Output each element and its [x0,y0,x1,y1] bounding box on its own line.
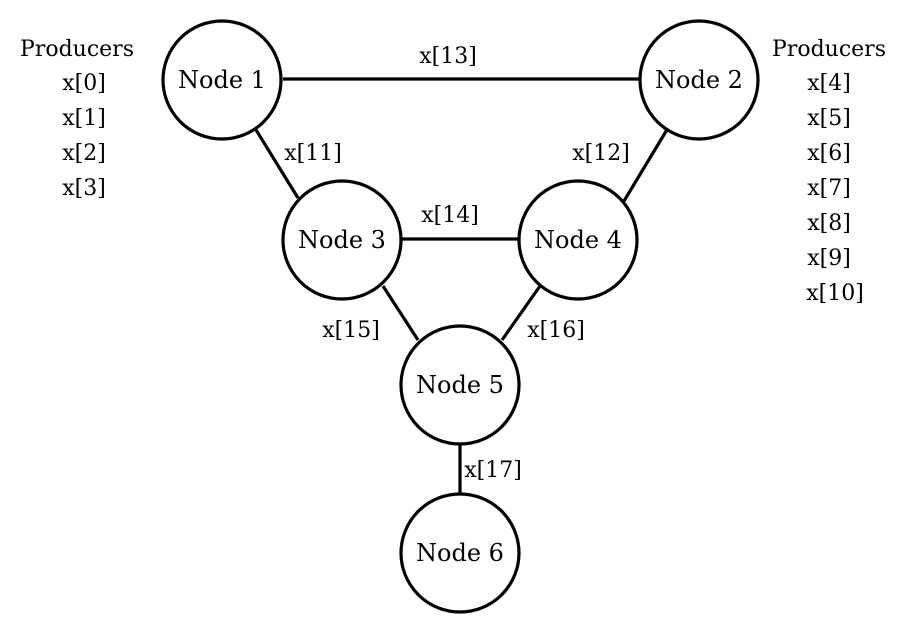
node-5-label: Node 5 [416,371,504,399]
edge-label-x16: x[16] [527,318,585,343]
producer-item: x[4] [807,71,851,96]
edge-label-x14: x[14] [421,203,479,228]
edges [251,77,670,495]
producer-item: x[6] [807,141,851,166]
node-1-label: Node 1 [178,66,266,94]
node-3-label: Node 3 [298,226,386,254]
edge-labels: x[13] x[11] x[12] x[14] x[15] x[16] x[17… [284,44,630,483]
producer-item: x[7] [807,176,851,201]
node-2: Node 2 [638,19,760,141]
node-6-circle [399,492,521,614]
producers-right: Producers x[4] x[5] x[6] x[7] x[8] x[9] … [772,37,886,306]
producer-item: x[1] [62,106,106,131]
edge-label-x15: x[15] [322,318,380,343]
edge-label-x11: x[11] [284,141,342,166]
edge-node1-node3 [251,124,300,199]
edge-node3-node5 [381,285,420,341]
node-5: Node 5 [399,324,521,446]
producer-item: x[8] [807,211,851,236]
edge-label-x12: x[12] [572,141,630,166]
node-4-circle [517,179,639,301]
node-4-label: Node 4 [534,226,622,254]
producers-left-title: Producers [20,37,134,62]
edge-node2-node4 [622,127,670,202]
producers-right-title: Producers [772,37,886,62]
node-6-label: Node 6 [416,539,504,567]
producer-item: x[5] [807,106,851,131]
node-6: Node 6 [399,492,521,614]
producers-left: Producers x[0] x[1] x[2] x[3] [20,37,134,201]
node-1-circle [161,19,283,141]
edge-label-x17: x[17] [464,458,522,483]
node-3: Node 3 [281,179,403,301]
node-2-circle [638,19,760,141]
producer-item: x[3] [62,176,106,201]
producer-item: x[2] [62,141,106,166]
node-5-circle [399,324,521,446]
edge-label-x13: x[13] [419,44,477,69]
producer-item: x[0] [62,71,106,96]
producer-item: x[9] [807,246,851,271]
node-2-label: Node 2 [655,66,743,94]
producer-item: x[10] [806,281,864,306]
edge-node4-node5 [500,285,542,341]
node-1: Node 1 [161,19,283,141]
node-4: Node 4 [517,179,639,301]
node-3-circle [281,179,403,301]
